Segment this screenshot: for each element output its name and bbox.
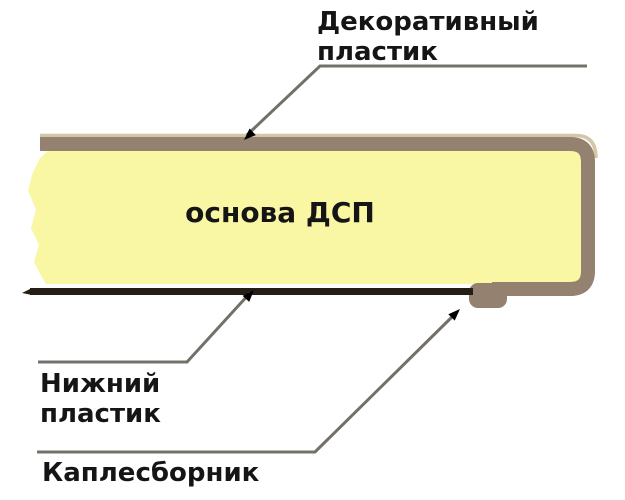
drip-collector-bump — [469, 283, 507, 308]
label-decorative-plastic-line2: пластик — [317, 37, 438, 67]
label-bottom-plastic: Нижний пластик — [40, 369, 161, 429]
label-bottom-plastic-line2: пластик — [40, 399, 161, 429]
leader-line-drip-collector — [37, 311, 458, 454]
decorative-plastic-band-shape — [40, 137, 595, 296]
leader-line-decorative-plastic — [245, 64, 587, 137]
label-decorative-plastic-line1: Декоративный — [317, 7, 539, 37]
label-chipboard-base: основа ДСП — [185, 196, 375, 229]
leader-line-bottom-plastic — [38, 291, 252, 364]
label-drip-collector: Каплесборник — [42, 458, 260, 488]
label-bottom-plastic-line1: Нижний — [40, 369, 161, 399]
arrowhead-bottom-plastic — [242, 290, 254, 302]
arrowhead-decorative-plastic — [244, 128, 256, 140]
band-highlight-edge — [40, 133, 598, 159]
bottom-plastic-line-taper — [22, 288, 32, 295]
chipboard-base-shape — [28, 149, 581, 284]
label-decorative-plastic: Декоративный пластик — [317, 7, 539, 67]
arrowhead-drip-collector — [448, 309, 460, 321]
